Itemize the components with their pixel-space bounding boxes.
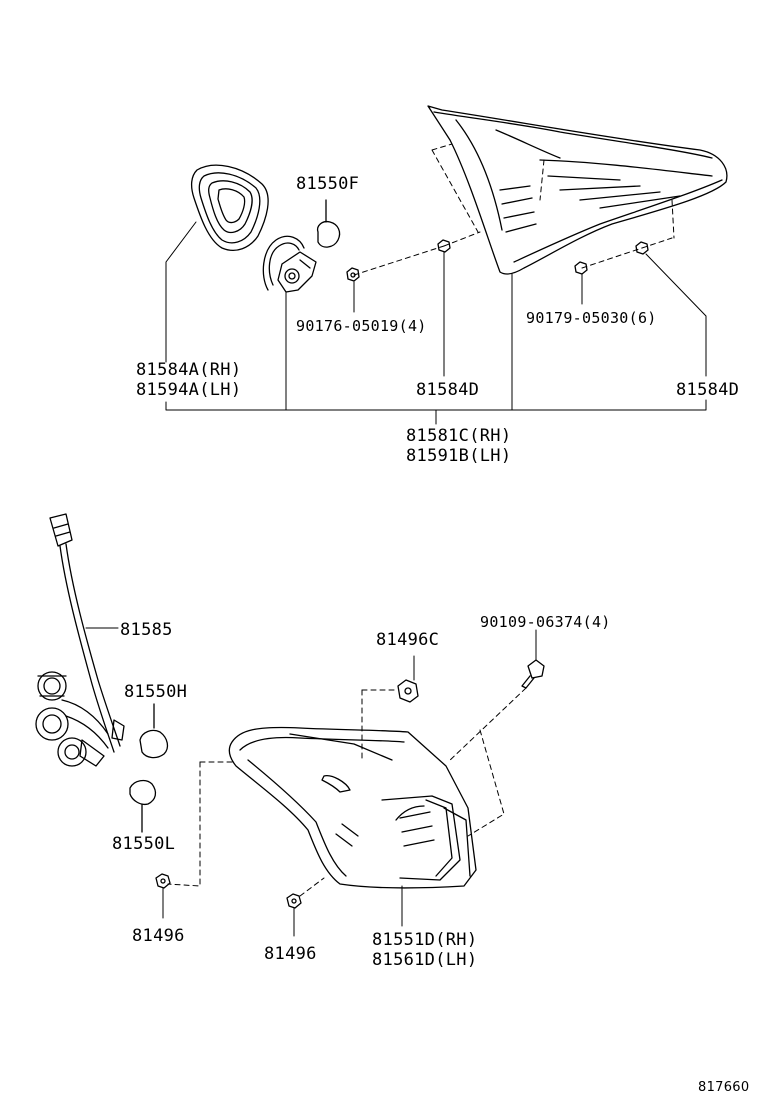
nut-fastener bbox=[346, 267, 360, 282]
lower-leaders bbox=[85, 627, 537, 937]
clip-center bbox=[437, 239, 451, 253]
bulb-81550h bbox=[139, 703, 169, 759]
label-81550l: 81550L bbox=[112, 834, 176, 854]
figure-id: 817660 bbox=[698, 1080, 750, 1095]
label-81584d-center: 81584D bbox=[416, 380, 480, 400]
label-81581c: 81581C(RH) bbox=[406, 426, 512, 446]
retainer-top bbox=[397, 679, 419, 703]
upper-guides bbox=[353, 143, 675, 276]
bulb-81550f bbox=[316, 199, 341, 248]
upper-lamp-body bbox=[427, 105, 728, 275]
wiring-harness bbox=[49, 513, 125, 753]
upper-leaders bbox=[165, 221, 707, 425]
label-81585: 81585 bbox=[120, 620, 173, 640]
label-90109-06374: 90109-06374(4) bbox=[480, 613, 611, 631]
gasket-part bbox=[190, 164, 269, 251]
lower-guides bbox=[167, 687, 527, 897]
label-81551d: 81551D(RH) bbox=[372, 930, 478, 950]
clip-right-a bbox=[574, 261, 588, 275]
label-81496-center: 81496 bbox=[264, 944, 317, 964]
label-81496c: 81496C bbox=[376, 630, 440, 650]
retainer-left bbox=[155, 873, 171, 889]
clip-right-b bbox=[635, 241, 649, 255]
label-81594a: 81594A(LH) bbox=[136, 380, 242, 400]
label-lens-assembly: 81551D(RH) 81561D(LH) bbox=[372, 930, 477, 970]
label-81584d-right: 81584D bbox=[676, 380, 740, 400]
lower-lamp-body bbox=[228, 726, 477, 889]
label-lamp-assembly: 81581C(RH) 81591B(LH) bbox=[406, 426, 511, 466]
screw bbox=[521, 659, 545, 689]
label-81561d: 81561D(LH) bbox=[372, 950, 478, 970]
label-gasket: 81584A(RH) 81594A(LH) bbox=[136, 360, 241, 400]
bulb-81550l bbox=[129, 779, 157, 833]
label-90176-05019: 90176-05019(4) bbox=[296, 317, 427, 335]
label-81550f: 81550F bbox=[296, 174, 360, 194]
label-81496-left: 81496 bbox=[132, 926, 185, 946]
socket-upper bbox=[262, 235, 317, 293]
label-90179-05030: 90179-05030(6) bbox=[526, 309, 657, 327]
label-81584a: 81584A(RH) bbox=[136, 360, 242, 380]
label-81550h: 81550H bbox=[124, 682, 188, 702]
label-81591b: 81591B(LH) bbox=[406, 446, 512, 466]
retainer-center bbox=[286, 893, 302, 909]
socket-cluster bbox=[35, 671, 109, 767]
